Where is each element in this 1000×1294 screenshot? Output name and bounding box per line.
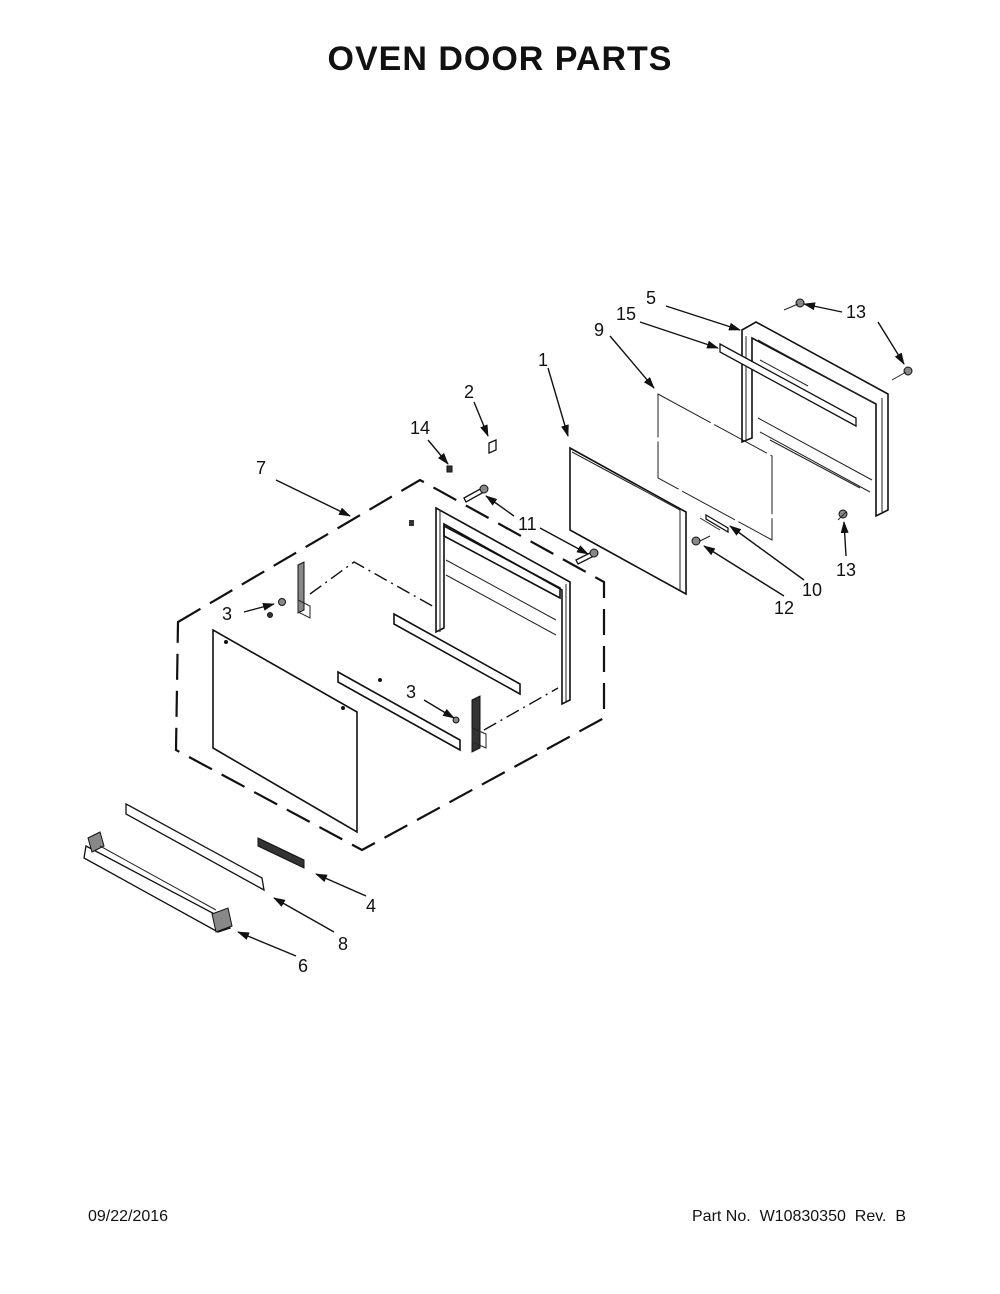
callout-12: 12 (774, 598, 794, 618)
door-liner-frame (741, 321, 889, 518)
callout-7: 7 (256, 458, 266, 478)
screw-13-bottom (837, 509, 848, 521)
callout-14: 14 (410, 418, 430, 438)
callout-3-left: 3 (222, 604, 232, 624)
bracket (488, 439, 497, 454)
callout-1: 1 (538, 350, 548, 370)
callout-13-bottom: 13 (836, 560, 856, 580)
callout-11: 11 (518, 514, 537, 534)
top-strip (719, 342, 857, 428)
page-title: OVEN DOOR PARTS (327, 40, 673, 78)
callout-arrows (237, 302, 905, 957)
callout-8: 8 (338, 934, 348, 954)
footer-part-number: Part No. W10830350 Rev. B (692, 1208, 907, 1225)
door-handle (83, 831, 233, 933)
callout-9: 9 (594, 320, 604, 340)
badge-logo (257, 837, 305, 869)
outer-door-panel (212, 628, 358, 834)
callout-3-right: 3 (406, 682, 416, 702)
door-frame (337, 506, 571, 752)
callout-5: 5 (646, 288, 656, 308)
screw-lower (575, 548, 599, 565)
screw-13-top (783, 298, 805, 311)
glass-pane (657, 393, 773, 541)
screw-upper (463, 484, 489, 503)
door-assembly-outline (174, 478, 606, 852)
callout-4: 4 (366, 896, 376, 916)
inner-glass-panel (569, 446, 687, 596)
callout-10: 10 (802, 580, 822, 600)
callout-6: 6 (298, 956, 308, 976)
callout-13-top: 13 (846, 302, 866, 322)
hinge-right (471, 695, 487, 753)
screw-12 (691, 535, 711, 546)
glass-support (699, 513, 729, 534)
callout-15: 15 (616, 304, 636, 324)
hinge-screw-left (267, 598, 286, 618)
screw-13-right (891, 366, 913, 381)
footer-date: 09/22/2016 (88, 1208, 169, 1225)
small-clip (446, 465, 453, 473)
hinge-left (297, 561, 311, 619)
handle-trim (125, 802, 265, 892)
callout-2: 2 (464, 382, 474, 402)
